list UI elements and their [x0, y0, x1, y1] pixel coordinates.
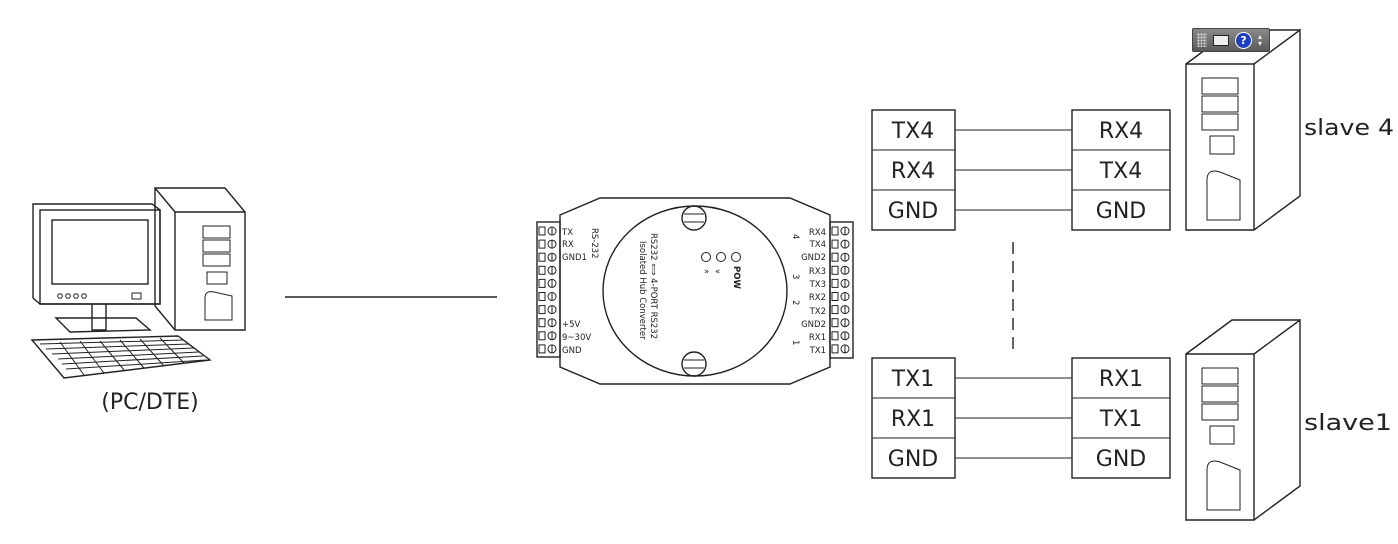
right-pin-tx2: TX2 [809, 307, 826, 317]
port-number-1: 1 [790, 340, 800, 345]
terminal-screw-icon [538, 318, 557, 328]
slave4-server-icon: slave 4 [1185, 28, 1394, 231]
terminal-screw-icon [831, 252, 850, 262]
right-pin-rx3: RX3 [809, 267, 826, 277]
right-pin-tx4: TX4 [809, 240, 826, 250]
right-pin-gnd2b: GND2 [801, 320, 826, 330]
left-pin-5v: +5V [562, 320, 581, 330]
terminal-screw-icon [831, 239, 850, 249]
right-pin-rx2: RX2 [809, 293, 826, 303]
slave1-label: slave1 [1304, 411, 1392, 436]
terminal-screw-icon [831, 318, 850, 328]
left-header: RS-232 [589, 228, 599, 259]
left-pin-rx: RX [562, 240, 574, 250]
slave4-label: slave 4 [1304, 116, 1394, 141]
terminal-screw-icon [538, 292, 557, 301]
terminal-screw-icon [538, 265, 557, 275]
port4-slave-tx: TX4 [1099, 159, 1143, 184]
right-pin-rx4: RX4 [809, 228, 826, 238]
left-pin-930v: 9~30V [562, 333, 591, 343]
terminal-screw-icon [538, 331, 557, 341]
terminal-screw-icon [538, 344, 557, 354]
port1-wiring: TX1 RX1 GND RX1 TX1 GND [871, 357, 1171, 479]
converter-title: RS232 ⟺ 4-PORT RS232 [648, 233, 658, 339]
port-number-4: 4 [790, 234, 800, 239]
terminal-screw-icon [831, 292, 850, 301]
help-icon[interactable]: ? [1235, 31, 1252, 49]
left-pin-gnd: GND [562, 346, 582, 356]
terminal-screw-icon [538, 252, 557, 262]
port1-hub-rx: RX1 [891, 407, 935, 432]
terminal-screw-icon [538, 278, 557, 288]
terminal-screw-icon [538, 226, 557, 236]
hub-converter: » « POW RS232 ⟺ 4-PORT RS232 Isolated Hu… [536, 197, 854, 385]
right-pin-rx1: RX1 [809, 333, 826, 343]
right-pin-tx1: TX1 [809, 346, 826, 356]
port-number-2: 2 [790, 300, 800, 305]
pc-caption: (PC/DTE) [101, 390, 199, 415]
port4-hub-rx: RX4 [891, 159, 935, 184]
keyboard-icon[interactable] [1213, 34, 1229, 46]
terminal-screw-icon [831, 226, 850, 236]
port4-wiring: TX4 RX4 GND RX4 TX4 GND [871, 109, 1171, 231]
port1-hub-tx: TX1 [891, 367, 935, 392]
terminal-screw-icon [831, 344, 850, 354]
converter-subtitle: Isolated Hub Converter [637, 241, 647, 340]
svg-text:«: « [715, 267, 720, 277]
terminal-screw-icon [831, 305, 850, 315]
right-pin-tx3: TX3 [809, 280, 826, 290]
terminal-screw-icon [831, 265, 850, 275]
slave1-server-icon: slave1 [1185, 318, 1392, 521]
port1-slave-tx: TX1 [1099, 407, 1143, 432]
port4-hub-tx: TX4 [891, 119, 935, 144]
pc-computer-icon: (PC/DTE) [30, 187, 246, 415]
port1-slave-rx: RX1 [1099, 367, 1143, 392]
port4-slave-gnd: GND [1096, 199, 1146, 224]
port-number-3: 3 [790, 274, 800, 279]
left-pin-gnd1: GND1 [562, 253, 587, 263]
terminal-screw-icon [831, 278, 850, 288]
port1-slave-gnd: GND [1096, 447, 1146, 472]
svg-text:»: » [704, 267, 709, 277]
grip-handle-icon[interactable] [1197, 33, 1207, 47]
left-pin-tx: TX [561, 228, 573, 238]
terminal-screw-icon [831, 331, 850, 341]
power-label: POW [731, 266, 741, 289]
options-arrow-icon[interactable]: ▴▾ [1258, 32, 1263, 48]
floating-toolbar: ? ▴▾ [1192, 28, 1270, 52]
port4-slave-rx: RX4 [1099, 119, 1143, 144]
port4-hub-gnd: GND [888, 199, 938, 224]
right-pin-gnd2a: GND2 [801, 253, 826, 263]
port1-hub-gnd: GND [888, 447, 938, 472]
terminal-screw-icon [538, 305, 557, 315]
terminal-screw-icon [538, 239, 557, 249]
